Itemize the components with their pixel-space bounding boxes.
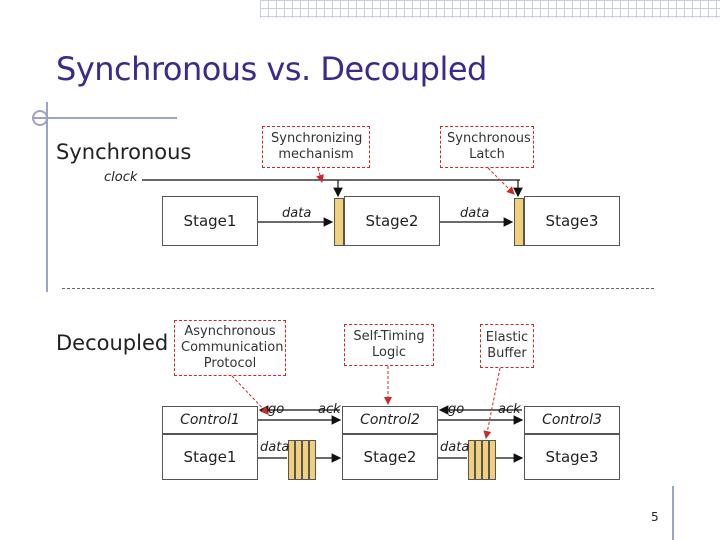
- data-label-dec-1: data: [260, 440, 290, 455]
- dec-stage2-label: Stage2: [363, 448, 417, 466]
- arrow-latch: [487, 167, 515, 195]
- note-elastic-buffer: Elastic Buffer: [480, 324, 534, 368]
- dec-stage1-box: Stage1: [162, 434, 258, 480]
- note-synchronizing-mechanism-text: Synchronizing mechanism: [271, 131, 363, 162]
- note-async-protocol-text: Asynchronous Communication Protocol: [181, 324, 284, 371]
- left-rule: [46, 102, 48, 292]
- sync-data-label-1: data: [282, 206, 312, 221]
- sync-latch-1: [334, 198, 344, 246]
- sync-data-label-2: data: [460, 206, 490, 221]
- note-self-timing-text: Self-Timing Logic: [353, 329, 425, 360]
- arrow-mechanism: [316, 167, 324, 183]
- control3-box: Control3: [524, 406, 620, 434]
- buffer1-cell-1: [288, 440, 295, 480]
- buffer2-cell-3: [482, 440, 489, 480]
- note-synchronizing-mechanism: Synchronizing mechanism: [262, 126, 370, 168]
- note-synchronous-latch: Synchronous Latch: [440, 126, 534, 168]
- note-self-timing: Self-Timing Logic: [344, 324, 434, 366]
- sync-stage1-label: Stage1: [183, 212, 237, 230]
- buffer1-cell-2: [295, 440, 302, 480]
- bottom-rule: [672, 486, 674, 540]
- note-synchronous-latch-text: Synchronous Latch: [447, 131, 531, 162]
- buffer2-cell-2: [475, 440, 482, 480]
- control1-box: Control1: [162, 406, 258, 434]
- sync-stage3-label: Stage3: [545, 212, 599, 230]
- decoupled-heading: Decoupled: [56, 331, 169, 355]
- buffer2-cell-1: [468, 440, 475, 480]
- clock-label: clock: [104, 170, 138, 185]
- arrow-protocol: [231, 375, 269, 415]
- section-separator: [62, 288, 654, 289]
- bullet-circle-icon: [32, 110, 48, 126]
- page-number: 5: [651, 510, 659, 524]
- sync-latch-2: [514, 198, 524, 246]
- sync-stage2-box: Stage2: [344, 196, 440, 246]
- control3-label: Control3: [542, 412, 602, 428]
- dec-stage3-box: Stage3: [524, 434, 620, 480]
- control1-label: Control1: [180, 412, 240, 428]
- sync-stage2-label: Stage2: [365, 212, 419, 230]
- sync-stage3-box: Stage3: [524, 196, 620, 246]
- control2-box: Control2: [342, 406, 438, 434]
- note-elastic-buffer-text: Elastic Buffer: [485, 330, 529, 361]
- control2-label: Control2: [360, 412, 420, 428]
- synchronous-heading: Synchronous: [56, 140, 192, 164]
- decorative-grid: [260, 0, 720, 18]
- buffer1-cell-4: [309, 440, 316, 480]
- note-async-protocol: Asynchronous Communication Protocol: [174, 320, 286, 376]
- arrow-buffer: [483, 367, 501, 439]
- title-rule: [32, 117, 177, 119]
- sync-stage1-box: Stage1: [162, 196, 258, 246]
- buffer1-cell-3: [302, 440, 309, 480]
- dec-stage2-box: Stage2: [342, 434, 438, 480]
- buffer2-cell-4: [489, 440, 496, 480]
- slide-title: Synchronous vs. Decoupled: [56, 50, 487, 88]
- dec-stage1-label: Stage1: [183, 448, 237, 466]
- dec-stage3-label: Stage3: [545, 448, 599, 466]
- data-label-dec-2: data: [440, 440, 470, 455]
